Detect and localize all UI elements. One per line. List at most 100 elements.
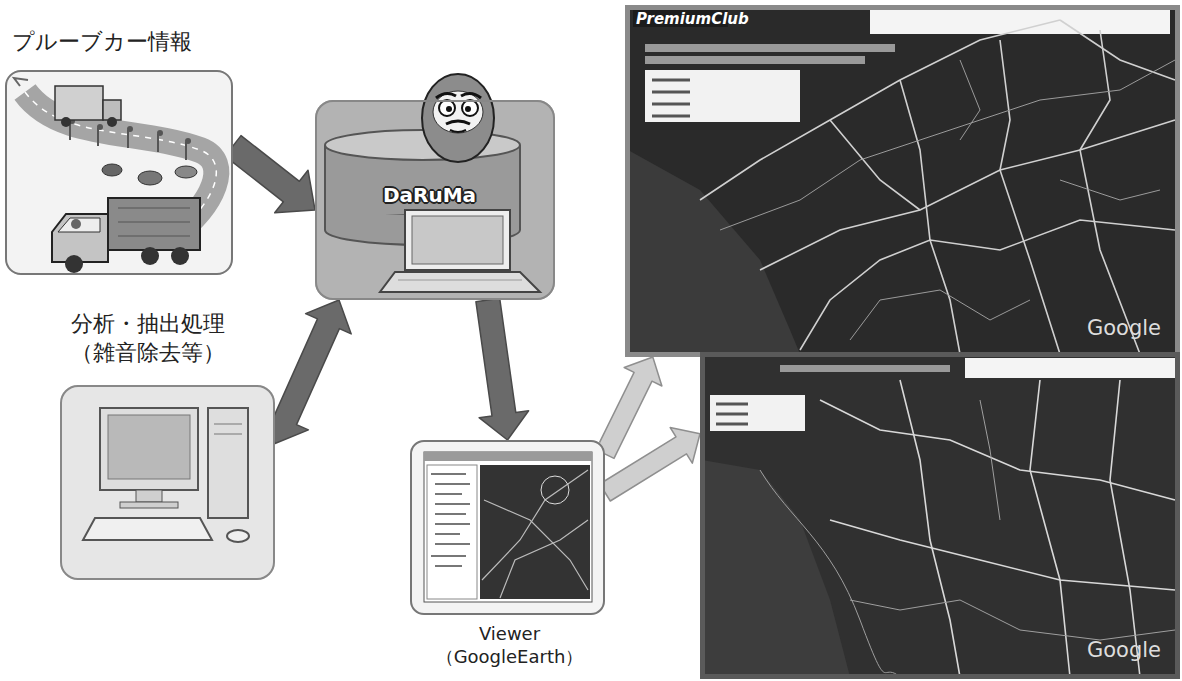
map-screenshot [700, 352, 1180, 679]
map-screenshot-part [652, 80, 690, 116]
probe-car-illustration-part [65, 255, 83, 273]
map-screenshot-part-part [652, 103, 690, 106]
probe-car-illustration-part-part [127, 126, 133, 132]
probe-car-illustration-part-part [185, 142, 187, 160]
database-illustration-part [380, 272, 540, 292]
database-panel: DaRuMa [315, 100, 555, 300]
map-screenshot-part-part [1110, 380, 1140, 677]
map-screenshot-part-part [652, 79, 690, 82]
probe-car-illustration-part [102, 164, 122, 176]
database-illustration-part [450, 130, 466, 132]
viewer-screenshot [410, 440, 605, 615]
panel-heading: プルーブカー情報 [12, 28, 192, 57]
desktop-pc-illustration-part [214, 434, 242, 435]
viewer-screenshot-part-part [435, 565, 462, 567]
probe-car-panel: プルーブカー情報 [5, 70, 233, 275]
map-screenshot-part [625, 5, 1180, 357]
database-illustration-part [324, 145, 326, 230]
desktop-pc-illustration-part [208, 408, 248, 518]
map-screenshot-part-part [800, 220, 1175, 350]
database-illustration-part [439, 100, 455, 116]
probe-car-illustration-part-part [157, 134, 159, 152]
viewer-panel: Viewer （GoogleEarth） [410, 440, 605, 615]
probe-car-illustration-part [71, 219, 81, 229]
database-label: DaRuMa [327, 182, 532, 208]
database-illustration-part [433, 91, 483, 133]
database-illustration-part [446, 106, 452, 112]
map-watermark: Google [1087, 315, 1161, 342]
database-illustration [315, 74, 555, 300]
map-screenshot-part [700, 20, 1175, 354]
viewer-screenshot-part [424, 452, 592, 602]
viewer-screenshot-part [482, 470, 588, 598]
viewer-screenshot-part-part [484, 500, 588, 590]
viewer-screenshot-part-part [431, 555, 466, 557]
probe-car-illustration-part-part [127, 130, 129, 148]
map-screenshot-part-part [716, 423, 748, 426]
block-arrow [600, 428, 700, 502]
map-screenshot-part [645, 56, 865, 64]
map-screenshot-part-part [760, 120, 1175, 270]
probe-car-illustration-part [61, 117, 71, 127]
panel-heading: 分析・抽出処理 （雑音除去等） [60, 310, 235, 367]
map-screenshot-part-part [1000, 40, 1060, 354]
map-screenshot-part-part [830, 120, 920, 210]
map-screenshot-part-part [900, 80, 960, 354]
map-screenshot-part-part [960, 60, 980, 140]
database-illustration-part [405, 210, 510, 270]
block-arrow [225, 136, 315, 213]
analysis-panel: 分析・抽出処理 （雑音除去等） [60, 385, 275, 580]
desktop-pc-illustration-part [214, 424, 242, 425]
map-screenshot-part-part [850, 290, 1030, 340]
viewer-screenshot-part [410, 440, 605, 615]
viewer-screenshot-part-part [431, 473, 466, 475]
map-screenshot [625, 5, 1180, 357]
database-illustration-part [398, 280, 522, 281]
viewer-screenshot-part-part [435, 503, 470, 505]
panel-heading-holder: 分析・抽出処理 （雑音除去等） [60, 310, 235, 367]
probe-car-illustration-part [138, 171, 162, 185]
brand-logo-holder: PremiumClub [636, 10, 749, 30]
map-screenshot-part-part [1060, 180, 1160, 200]
map-screenshot-part-part [1080, 30, 1140, 354]
probe-car-illustration-part [118, 236, 190, 237]
map-screenshot-part-part [760, 470, 900, 677]
viewer-screenshot-part-part [435, 483, 470, 485]
probe-car-illustration-part [118, 222, 190, 223]
viewer-screenshot-part-part [500, 520, 588, 598]
probe-car-illustration-part [118, 208, 190, 209]
probe-car-illustration-part-part [97, 128, 99, 146]
map-screenshot-part-part [652, 115, 690, 118]
probe-car-illustration-part [175, 166, 197, 178]
map-screenshot-part [645, 70, 800, 122]
block-arrow [476, 298, 529, 440]
viewer-screenshot-part-part [435, 513, 466, 515]
map-screenshot-part [720, 60, 1175, 340]
map-screenshot-part [710, 395, 805, 431]
viewer-screenshot-part [541, 476, 569, 504]
map-screenshot-part-part [900, 380, 960, 677]
database-illustration-part [422, 74, 494, 162]
desktop-pc-illustration-part [120, 502, 178, 508]
map-screenshot-part-part [850, 600, 1175, 640]
probe-car-illustration-part [108, 198, 200, 250]
probe-car-illustration-part-part [157, 130, 163, 136]
map-screenshot-part-part [980, 400, 1000, 520]
map-screenshot-part-part [652, 91, 690, 94]
map-watermark-holder: Google [1087, 315, 1161, 342]
desktop-pc-illustration-part [60, 385, 275, 580]
block-arrow [263, 300, 351, 444]
probe-car-illustration-part [5, 70, 233, 275]
probe-car-illustration-part [141, 247, 159, 265]
viewer-screenshot-part [424, 452, 592, 461]
viewer-screenshot-part-part [435, 523, 470, 525]
desktop-pc-illustration-part [83, 518, 212, 540]
probe-car-illustration-part-part [97, 124, 103, 130]
map-screenshot-part [716, 404, 748, 424]
database-illustration-part [519, 145, 521, 230]
desktop-pc-illustration-part [227, 530, 249, 542]
desktop-pc-illustration-part [100, 408, 198, 490]
map-screenshot-part [645, 44, 895, 52]
viewer-screenshot-part-part [435, 493, 462, 495]
